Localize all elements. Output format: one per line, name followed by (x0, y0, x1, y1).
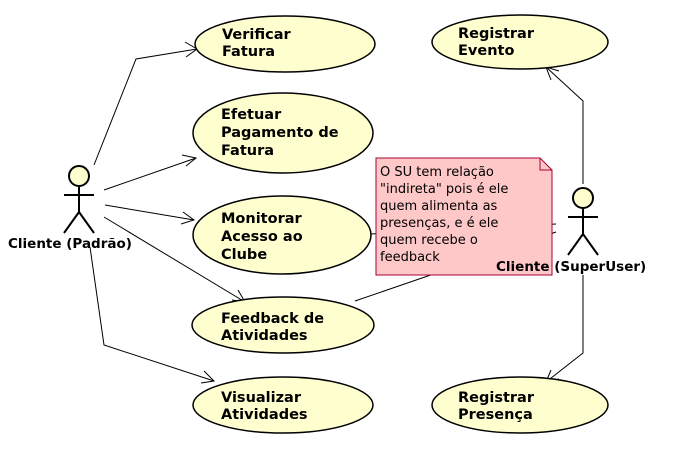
usecase-label-line: Acesso ao (221, 229, 303, 245)
usecase-label-line: Registrar (458, 390, 535, 406)
usecase-registrar-presenca-shape (431, 376, 609, 434)
assoc-padrao-efetuar-pagamento (103, 157, 197, 191)
usecase-monitorar-acesso-shape (192, 195, 372, 275)
assoc-padrao-verificar-fatura (93, 48, 198, 166)
usecase-label-line: Monitorar (221, 211, 303, 227)
usecase-label-line: Atividades (221, 328, 308, 344)
actor-cliente-padrao: Cliente (Padrão) (8, 165, 132, 252)
usecase-registrar-evento-shape (431, 14, 609, 70)
note-line: quem alimenta as (380, 199, 498, 214)
usecase-label-line: Visualizar (221, 390, 302, 406)
usecase-efetuar-pagamento-shape (192, 92, 374, 174)
usecase-label-line: Pagamento de (221, 125, 339, 141)
arrowhead-monitorar-acesso (180, 211, 196, 225)
assoc-superuser-registrar-evento (545, 66, 584, 184)
assoc-padrao-visualizar-atividades (89, 246, 215, 382)
usecase-label-line: Fatura (221, 143, 274, 159)
usecase-label-line: Evento (458, 43, 514, 59)
usecase-label-line: Clube (221, 247, 267, 263)
usecase-verificar-fatura: Verificar Fatura (194, 15, 376, 73)
note: O SU tem relação "indireta" pois é ele q… (375, 157, 553, 276)
usecase-label-line: Presença (458, 407, 533, 423)
usecase-label-line: Atividades (221, 407, 308, 423)
note-line: O SU tem relação (380, 165, 494, 180)
arrowhead-efetuar-pagamento (181, 154, 198, 167)
actor-label: Cliente (SuperUser) (496, 259, 646, 275)
actor-cliente-superuser: Cliente (SuperUser) (496, 187, 646, 275)
note-shape (375, 157, 553, 276)
actor-stick-figure-icon (567, 187, 599, 256)
arrowhead-visualizar-atividades (200, 370, 216, 384)
note-line: "indireta" pois é ele (380, 182, 508, 197)
usecase-feedback-atividades: Feedback de Atividades (191, 296, 375, 354)
note-line: quem recebe o (380, 233, 478, 248)
usecase-visualizar-atividades-shape (192, 376, 374, 434)
usecase-monitorar-acesso: Monitorar Acesso ao Clube (192, 195, 372, 275)
usecase-verificar-fatura-shape (194, 15, 376, 73)
assoc-padrao-feedback (103, 216, 246, 303)
usecase-efetuar-pagamento: Efetuar Pagamento de Fatura (192, 92, 374, 174)
note-fold-corner (539, 158, 552, 171)
note-line: presenças, e é ele (380, 216, 498, 231)
usecase-label-line: Fatura (222, 44, 275, 60)
usecase-registrar-evento: Registrar Evento (431, 14, 609, 70)
usecase-visualizar-atividades: Visualizar Atividades (192, 376, 374, 434)
usecase-label-line: Verificar (222, 27, 292, 43)
actor-label: Cliente (Padrão) (8, 236, 132, 252)
assoc-superuser-registrar-presenca (545, 275, 584, 383)
note-line: feedback (380, 250, 440, 265)
usecase-registrar-presenca: Registrar Presença (431, 376, 609, 434)
usecase-label-line: Registrar (458, 26, 535, 42)
actor-stick-figure-icon (63, 165, 95, 234)
usecase-label-line: Feedback de (221, 311, 324, 327)
usecase-label-line: Efetuar (221, 107, 282, 123)
assoc-padrao-monitorar-acesso (104, 204, 195, 221)
usecase-feedback-atividades-shape (191, 296, 375, 354)
